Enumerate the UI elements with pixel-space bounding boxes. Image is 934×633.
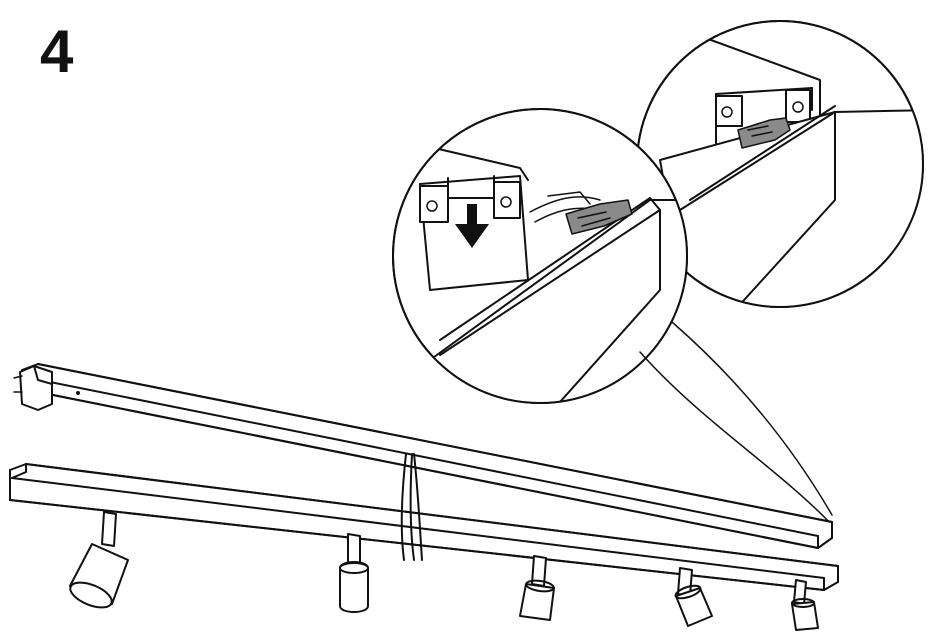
light-bar: [9, 463, 839, 591]
spotlight-5: [791, 579, 819, 631]
spotlight-1: [69, 511, 129, 609]
spotlight-4: [674, 567, 713, 627]
spotlight-3: [519, 555, 555, 621]
callout-line: [639, 351, 833, 526]
mounting-rail: [13, 363, 833, 549]
power-cable: [400, 453, 423, 561]
detail-circle-connected: [636, 20, 924, 308]
down-arrow-icon: [455, 204, 489, 248]
spotlight-2: [339, 533, 369, 613]
step-number: 4: [40, 18, 74, 85]
callout-line: [671, 321, 833, 516]
detail-circle-insert: [392, 108, 688, 404]
